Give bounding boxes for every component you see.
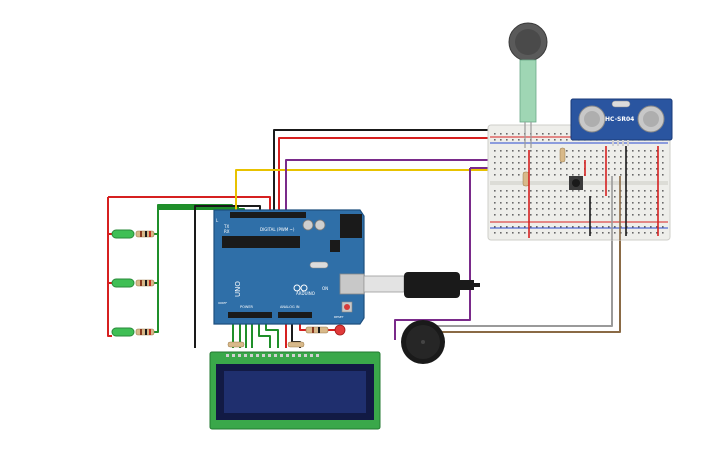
capacitor-1 [302,219,314,231]
bb-resistor [522,171,530,187]
regulator [330,240,340,252]
lcd-pin-header [226,354,319,357]
board-label-rx: RX [224,229,230,234]
arduino-logo-icon [293,284,308,292]
board-label-power: POWER [240,305,254,309]
ultrasonic-sensor[interactable]: HC-SR04 [570,98,673,146]
sensor-crystal [611,100,631,108]
board-label-digital: DIGITAL (PWM ~) [260,227,295,232]
crystal [309,261,329,269]
wire-brown-buzzer[interactable] [430,240,621,333]
board-label-analog: ANALOG IN [280,305,300,309]
led-green-1[interactable] [111,229,155,239]
wire-red-top-left[interactable] [108,196,271,214]
led-green-2[interactable] [111,278,155,288]
push-button[interactable] [569,176,583,190]
atmega-chip [222,236,300,248]
bb-resistor-2 [559,147,566,163]
board-label-brand: ARDUINO [296,291,315,296]
wire-purple-buzzer[interactable] [394,168,471,340]
arduino-uno[interactable]: DIGITAL (PWM ~) TX RX L UNO ARDUINO ON P… [213,209,365,325]
digital-header [230,212,306,218]
lcd-resistor-2 [287,341,305,348]
wire-yellow-sensor[interactable] [235,169,576,214]
board-label-ioref: IOREF [218,301,227,305]
force-sensor[interactable] [508,22,548,148]
wire-gray-buzzer[interactable] [420,240,613,327]
board-label-uno: UNO [234,281,242,297]
lcd-resistor-1 [227,341,245,348]
board-label-tx: TX [223,224,229,229]
wire-black-breadboard[interactable] [273,129,501,214]
power-header [228,312,272,318]
wire-lcd-e[interactable] [258,316,271,348]
lcd-16x2[interactable] [209,341,381,430]
capacitor-2 [314,219,326,231]
reset-button-cap [344,304,350,310]
usb-cable[interactable] [363,272,480,298]
lcd-screen [224,371,366,413]
wire-red-led-loop[interactable] [107,197,112,337]
wire-red-breadboard[interactable] [278,137,490,214]
sensor-label: HC-SR04 [605,116,634,123]
analog-header [278,312,312,318]
led-red[interactable] [305,324,346,336]
board-label-on: ON [322,286,328,291]
board-label-l: L [216,218,219,223]
wire-purple-trigger[interactable] [285,159,581,214]
led-bank [111,229,155,337]
breadboard[interactable] [487,124,671,241]
piezo-buzzer[interactable] [401,320,445,364]
power-jack [340,214,362,238]
board-label-reset: RESET [334,315,344,319]
led-green-3[interactable] [111,327,155,337]
usb-port [339,273,365,295]
